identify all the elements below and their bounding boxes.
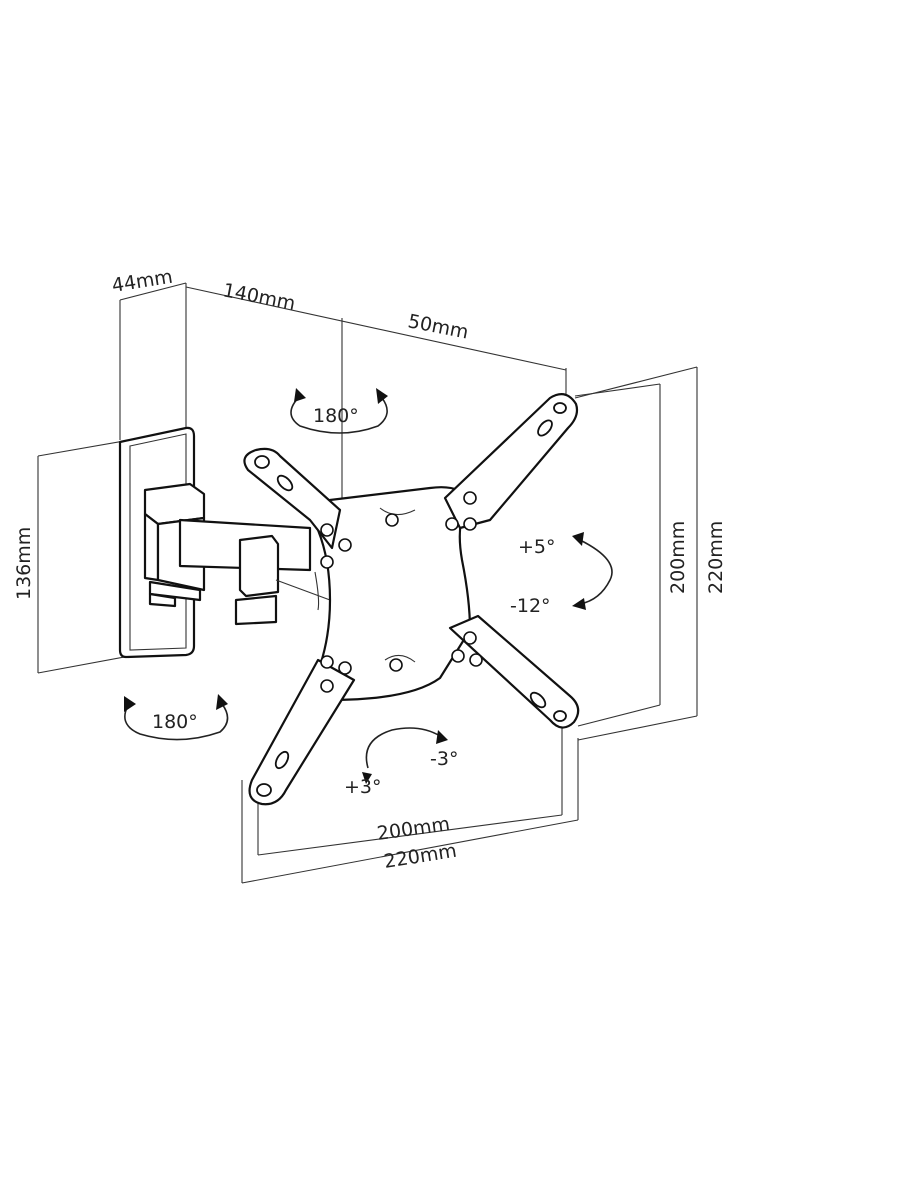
screw: [451, 649, 465, 663]
dim-220mm-vertical: 220mm: [705, 521, 727, 594]
screw: [469, 653, 483, 667]
tilt-down-label: -12°: [510, 595, 551, 617]
screw: [320, 679, 334, 693]
screw: [320, 655, 334, 669]
dimension-lines: [37, 282, 698, 884]
swivel-top-label: 180°: [313, 405, 359, 427]
mount-slot: [274, 750, 290, 770]
dim-136mm: 136mm: [13, 527, 35, 600]
swivel-top-arrow: [290, 395, 388, 434]
swivel-bottom-arrow: [124, 701, 229, 741]
mount-slot: [276, 474, 294, 492]
mount-hole: [553, 710, 567, 722]
vesa-plate: [243, 393, 580, 806]
rotation-arrows: [124, 388, 613, 784]
screw: [338, 538, 352, 552]
screw: [385, 513, 399, 527]
screw: [463, 517, 477, 531]
level-plus-label: +3°: [344, 776, 382, 798]
swivel-bottom-label: 180°: [152, 711, 198, 733]
dim-220mm-horizontal: 220mm: [382, 840, 458, 873]
screw: [463, 491, 477, 505]
dim-200mm-horizontal: 200mm: [376, 813, 452, 845]
swing-arm: [143, 482, 331, 626]
dim-44mm: 44mm: [110, 266, 174, 297]
screw: [320, 555, 334, 569]
dim-50mm: 50mm: [406, 310, 470, 343]
mount-slot: [529, 691, 547, 709]
level-minus-label: -3°: [430, 748, 458, 770]
screw: [338, 661, 352, 675]
tilt-arrow: [579, 539, 613, 605]
level-arrow: [365, 727, 441, 769]
mount-hole: [254, 455, 270, 469]
screw: [463, 631, 477, 645]
mount-slot: [537, 419, 553, 437]
dim-140mm: 140mm: [221, 279, 297, 315]
screw: [445, 517, 459, 531]
screw: [320, 523, 334, 537]
mount-hole: [553, 402, 567, 414]
tilt-up-label: +5°: [518, 536, 556, 558]
screw: [389, 658, 403, 672]
rotation-labels: 180° 180° +5° -12° +3° -3°: [152, 405, 556, 798]
dim-200mm-vertical: 200mm: [667, 521, 689, 594]
mount-hole: [256, 783, 272, 797]
